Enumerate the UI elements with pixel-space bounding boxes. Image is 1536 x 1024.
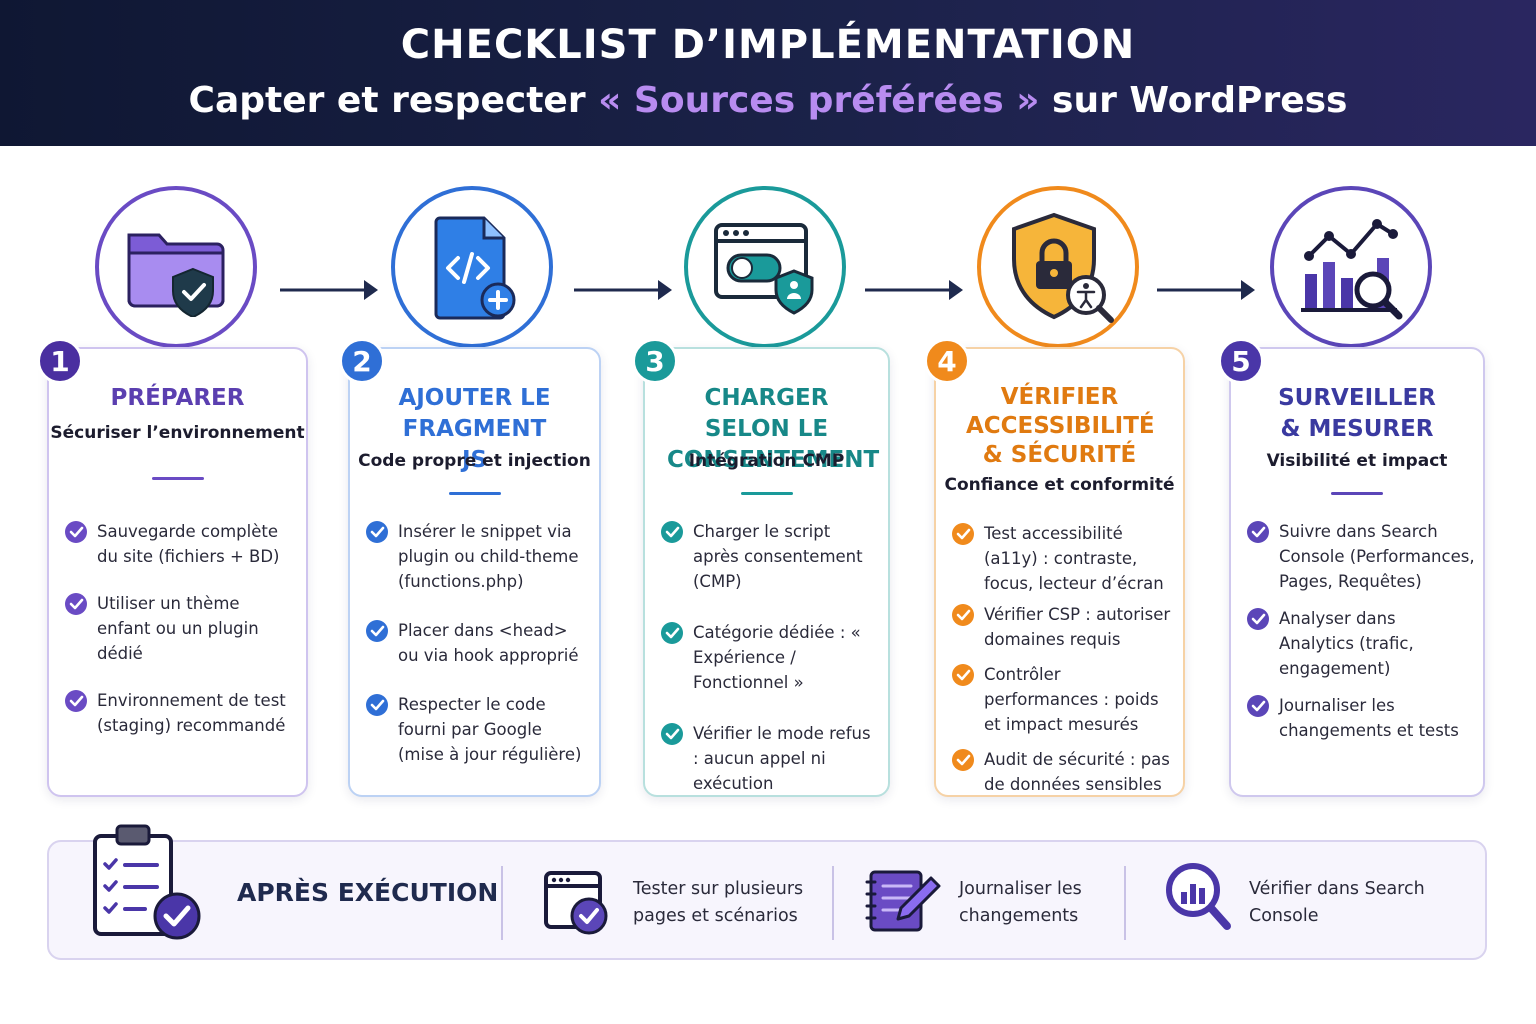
list-item: Analyser dans Analytics (trafic, engagem… bbox=[1247, 606, 1475, 681]
step-2-subtitle: Code propre et injection bbox=[358, 451, 591, 471]
notebook-pen-icon bbox=[865, 870, 941, 932]
list-item: Insérer le snippet via plugin ou child-t… bbox=[366, 519, 591, 594]
check-icon bbox=[661, 622, 683, 644]
list-item: Test accessibilité (a11y) : contraste, f… bbox=[952, 521, 1175, 596]
page-subtitle: Capter et respecter « Sources préférées … bbox=[0, 80, 1536, 121]
check-icon bbox=[366, 521, 388, 543]
list-item: Sauvegarde complète du site (fichiers + … bbox=[65, 519, 298, 569]
step-4-icon-circle bbox=[977, 186, 1139, 348]
step-1-items: Sauvegarde complète du site (fichiers + … bbox=[65, 519, 298, 738]
check-icon bbox=[65, 521, 87, 543]
step-3-icon-circle bbox=[684, 186, 846, 348]
step-3-items: Charger le script après consentement (CM… bbox=[661, 519, 880, 796]
check-icon bbox=[952, 664, 974, 686]
step-5-icon-circle bbox=[1270, 186, 1432, 348]
step-5-title: SURVEILLER & MESURER bbox=[1278, 385, 1436, 442]
arrow-3-4 bbox=[865, 280, 963, 300]
footer-action-verify: Vérifier dans Search Console bbox=[1249, 879, 1425, 926]
subtitle-post: sur WordPress bbox=[1039, 80, 1348, 121]
step-2-divider bbox=[448, 492, 501, 495]
header-banner: CHECKLIST D’IMPLÉMENTATION Capter et res… bbox=[0, 0, 1536, 146]
footer-divider bbox=[832, 866, 834, 940]
arrow-4-5 bbox=[1157, 280, 1255, 300]
step-4-badge: 4 bbox=[924, 338, 970, 384]
list-item: Vérifier le mode refus : aucun appel ni … bbox=[661, 721, 880, 796]
check-icon bbox=[661, 521, 683, 543]
step-1-card: Sauvegarde complète du site (fichiers + … bbox=[47, 347, 308, 797]
footer-divider bbox=[1124, 866, 1126, 940]
list-item: Respecter le code fourni par Google (mis… bbox=[366, 692, 591, 767]
footer-action-log: Journaliser les changements bbox=[959, 879, 1082, 926]
search-chart-icon bbox=[1166, 863, 1231, 930]
list-item: Charger le script après consentement (CM… bbox=[661, 519, 880, 594]
check-icon bbox=[65, 690, 87, 712]
list-item: Suivre dans Search Console (Performances… bbox=[1247, 519, 1475, 594]
step-2-badge: 2 bbox=[339, 338, 385, 384]
list-item: Contrôler performances : poids et impact… bbox=[952, 662, 1175, 737]
check-icon bbox=[366, 694, 388, 716]
step-2-card: Insérer le snippet via plugin ou child-t… bbox=[348, 347, 601, 797]
page-title: CHECKLIST D’IMPLÉMENTATION bbox=[400, 22, 1136, 68]
list-item: Utiliser un thème enfant ou un plugin dé… bbox=[65, 591, 298, 666]
arrow-1-2 bbox=[280, 280, 378, 300]
step-3-card: Charger le script après consentement (CM… bbox=[643, 347, 890, 797]
step-4-card: Test accessibilité (a11y) : contraste, f… bbox=[934, 347, 1185, 797]
subtitle-pre: Capter et respecter bbox=[188, 80, 599, 121]
subtitle-highlight: « Sources préférées » bbox=[598, 80, 1040, 121]
step-1-divider bbox=[151, 477, 204, 480]
list-item: Journaliser les changements et tests bbox=[1247, 693, 1475, 743]
code-file-icon bbox=[434, 216, 516, 320]
step-4-subtitle: Confiance et conformité bbox=[944, 475, 1175, 495]
arrow-2-3 bbox=[574, 280, 672, 300]
chart-magnifier-icon bbox=[1301, 219, 1403, 320]
clipboard-check-icon bbox=[93, 824, 201, 940]
shield-lock-accessibility-icon bbox=[1012, 212, 1114, 323]
step-5-card: Suivre dans Search Console (Performances… bbox=[1229, 347, 1485, 797]
consent-toggle-icon bbox=[714, 223, 814, 315]
check-icon bbox=[1247, 608, 1269, 630]
step-3-subtitle: Intégration CMP bbox=[688, 451, 845, 471]
folder-shield-icon bbox=[127, 233, 225, 317]
step-5-subtitle: Visibilité et impact bbox=[1266, 451, 1448, 471]
step-5-items: Suivre dans Search Console (Performances… bbox=[1247, 519, 1475, 743]
check-icon bbox=[952, 523, 974, 545]
step-1-icon-circle bbox=[95, 186, 257, 348]
step-3-badge: 3 bbox=[632, 338, 678, 384]
step-4-title: VÉRIFIER ACCESSIBILITÉ & SÉCURITÉ bbox=[966, 384, 1155, 468]
step-5-badge: 5 bbox=[1218, 338, 1264, 384]
footer-divider bbox=[501, 866, 503, 940]
footer-action-test: Tester sur plusieurs pages et scénarios bbox=[633, 879, 804, 926]
step-1-badge: 1 bbox=[37, 338, 83, 384]
step-4-items: Test accessibilité (a11y) : contraste, f… bbox=[952, 521, 1175, 797]
step-1-title: PRÉPARER bbox=[110, 385, 245, 411]
list-item: Vérifier CSP : autoriser domaines requis bbox=[952, 602, 1175, 652]
check-icon bbox=[65, 593, 87, 615]
browser-check-icon bbox=[544, 871, 608, 935]
step-3-divider bbox=[740, 492, 793, 495]
list-item: Audit de sécurité : pas de données sensi… bbox=[952, 747, 1175, 797]
step-1-subtitle: Sécuriser l’environnement bbox=[50, 423, 305, 443]
after-execution-title: APRÈS EXÉCUTION bbox=[237, 878, 499, 907]
check-icon bbox=[1247, 521, 1269, 543]
after-execution-panel: APRÈS EXÉCUTION Tester sur plusieurs pag… bbox=[47, 824, 1487, 960]
check-icon bbox=[366, 620, 388, 642]
check-icon bbox=[952, 749, 974, 771]
step-2-icon-circle bbox=[391, 186, 553, 348]
check-icon bbox=[1247, 695, 1269, 717]
list-item: Catégorie dédiée : « Expérience / Foncti… bbox=[661, 620, 880, 695]
step-3-title: CHARGER SELON LE CONSENTEMENT bbox=[667, 385, 880, 473]
check-icon bbox=[661, 723, 683, 745]
step-2-title: AJOUTER LE FRAGMENT JS bbox=[398, 385, 551, 473]
step-2-items: Insérer le snippet via plugin ou child-t… bbox=[366, 519, 591, 767]
list-item: Environnement de test (staging) recomman… bbox=[65, 688, 298, 738]
list-item: Placer dans <head> ou via hook approprié bbox=[366, 618, 591, 668]
step-5-divider bbox=[1331, 492, 1383, 495]
check-icon bbox=[952, 604, 974, 626]
